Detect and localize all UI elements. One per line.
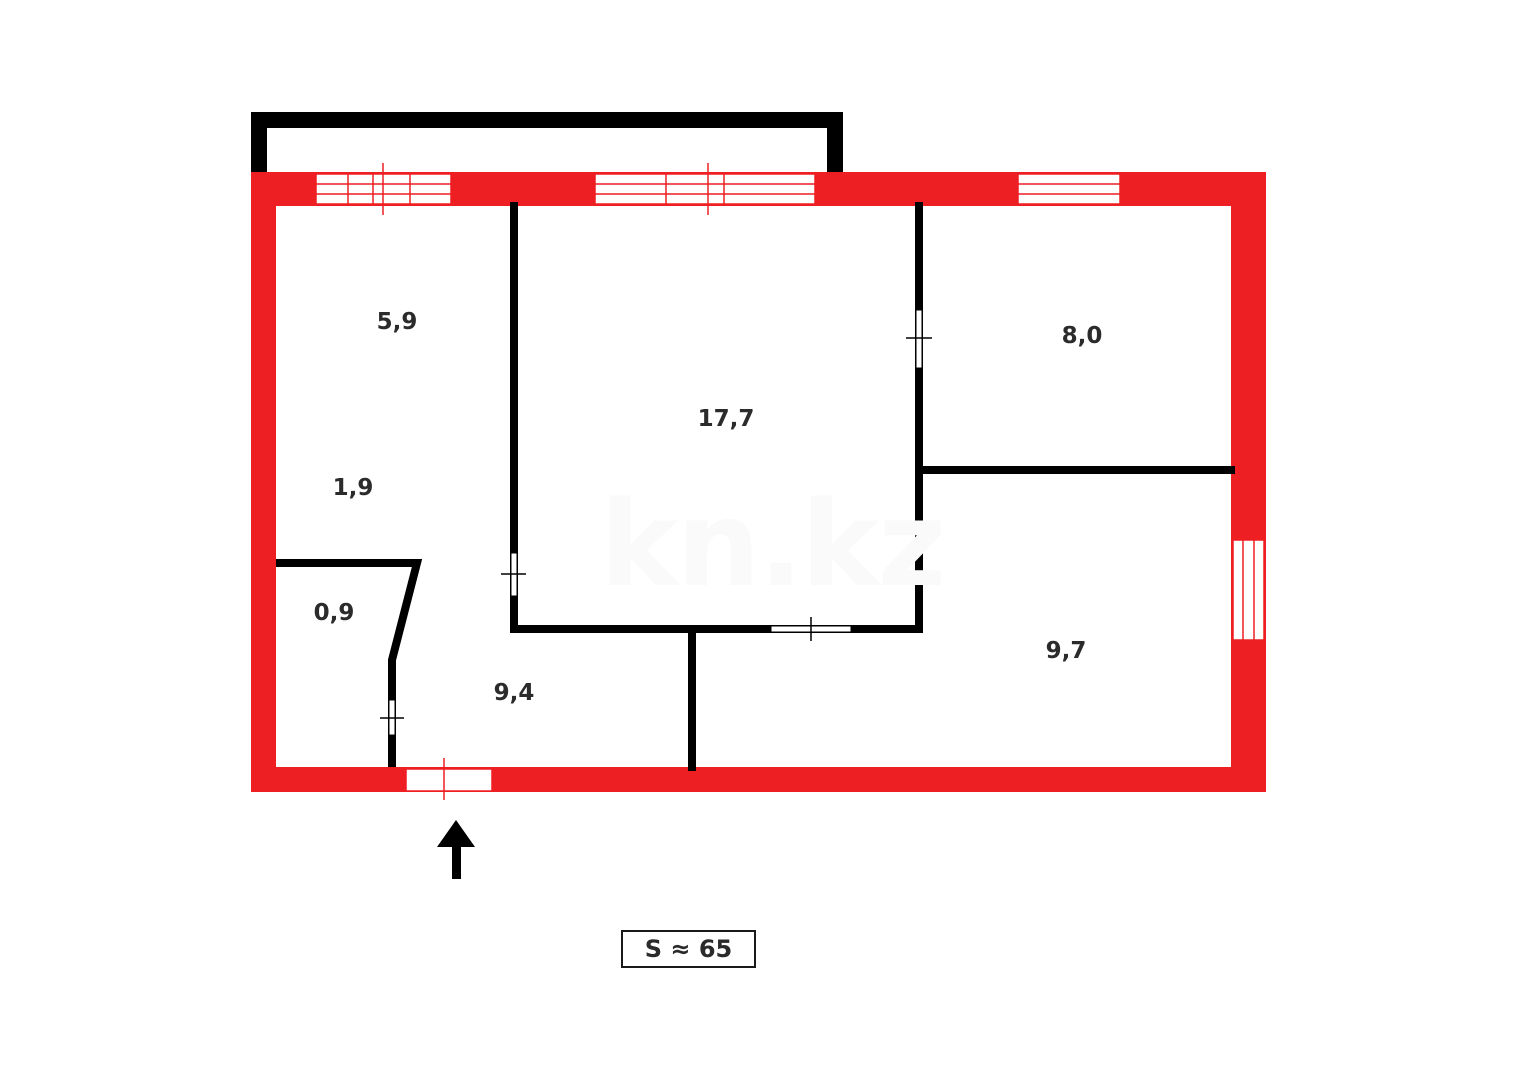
window-right: [1232, 539, 1265, 641]
watermark: kn.kz: [600, 475, 946, 613]
room-area-label: 9,4: [493, 680, 535, 706]
window-top-left: [315, 163, 452, 215]
room-area-label: 0,9: [313, 600, 355, 626]
room-area-label: 9,7: [1045, 638, 1087, 664]
room-area-label: 5,9: [376, 309, 418, 335]
door-living-kitchen: [770, 617, 852, 641]
entrance-door: [405, 758, 493, 800]
room-area-label: 8,0: [1061, 323, 1103, 349]
total-area-label: S ≈ 65: [644, 935, 733, 963]
entrance-arrow-icon: [437, 820, 475, 879]
room-area-label: 1,9: [332, 475, 374, 501]
window-top-right: [1017, 173, 1121, 205]
window-top-center: [594, 163, 816, 215]
door-living-hallway: [501, 552, 526, 597]
door-living-bedroom: [906, 309, 932, 369]
door-bathroom: [380, 699, 404, 736]
room-area-label: 17,7: [697, 406, 755, 432]
total-area-box: S ≈ 65: [621, 930, 756, 968]
balcony: [251, 112, 843, 172]
